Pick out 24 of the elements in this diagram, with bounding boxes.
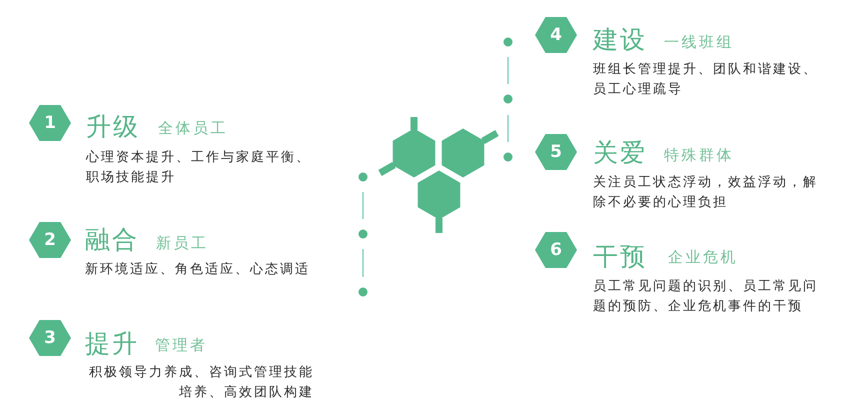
number-hexagon: 2 — [29, 222, 71, 258]
number-hexagon: 4 — [535, 17, 577, 53]
number-hexagon: 3 — [29, 320, 71, 356]
item-subtitle: 管理者 — [155, 338, 208, 353]
number-hexagon: 6 — [535, 232, 577, 268]
item-subtitle: 特殊群体 — [664, 148, 734, 162]
item-description: 新环境适应、角色适应、心态调适 — [85, 260, 311, 278]
item-subtitle: 企业危机 — [668, 250, 738, 265]
item-subtitle: 新员工 — [156, 236, 208, 250]
item-description: 心理资本提升、工作与家庭平衡、职场技能提升 — [86, 148, 312, 186]
item-description: 积极领导力养成、咨询式管理技能培养、高效团队构建 — [88, 364, 314, 402]
item-heading: 关爱 — [593, 140, 647, 165]
item-heading: 融合 — [85, 226, 139, 252]
number-hexagon: 1 — [29, 105, 71, 141]
item-heading: 升级 — [86, 114, 140, 138]
item-subtitle: 全体员工 — [158, 121, 228, 136]
item-description: 班组长管理提升、团队和谐建设、员工心理疏导 — [593, 61, 819, 99]
item-heading: 建设 — [593, 26, 647, 52]
item-subtitle: 一线班组 — [664, 35, 734, 50]
item-description: 关注员工状态浮动，效益浮动，解除不必要的心理负担 — [593, 174, 819, 212]
number-hexagon: 5 — [535, 134, 577, 170]
item-heading: 提升 — [85, 330, 139, 356]
item-heading: 干预 — [593, 244, 647, 268]
item-description: 员工常见问题的识别、员工常见问题的预防、企业危机事件的干预 — [593, 278, 819, 316]
